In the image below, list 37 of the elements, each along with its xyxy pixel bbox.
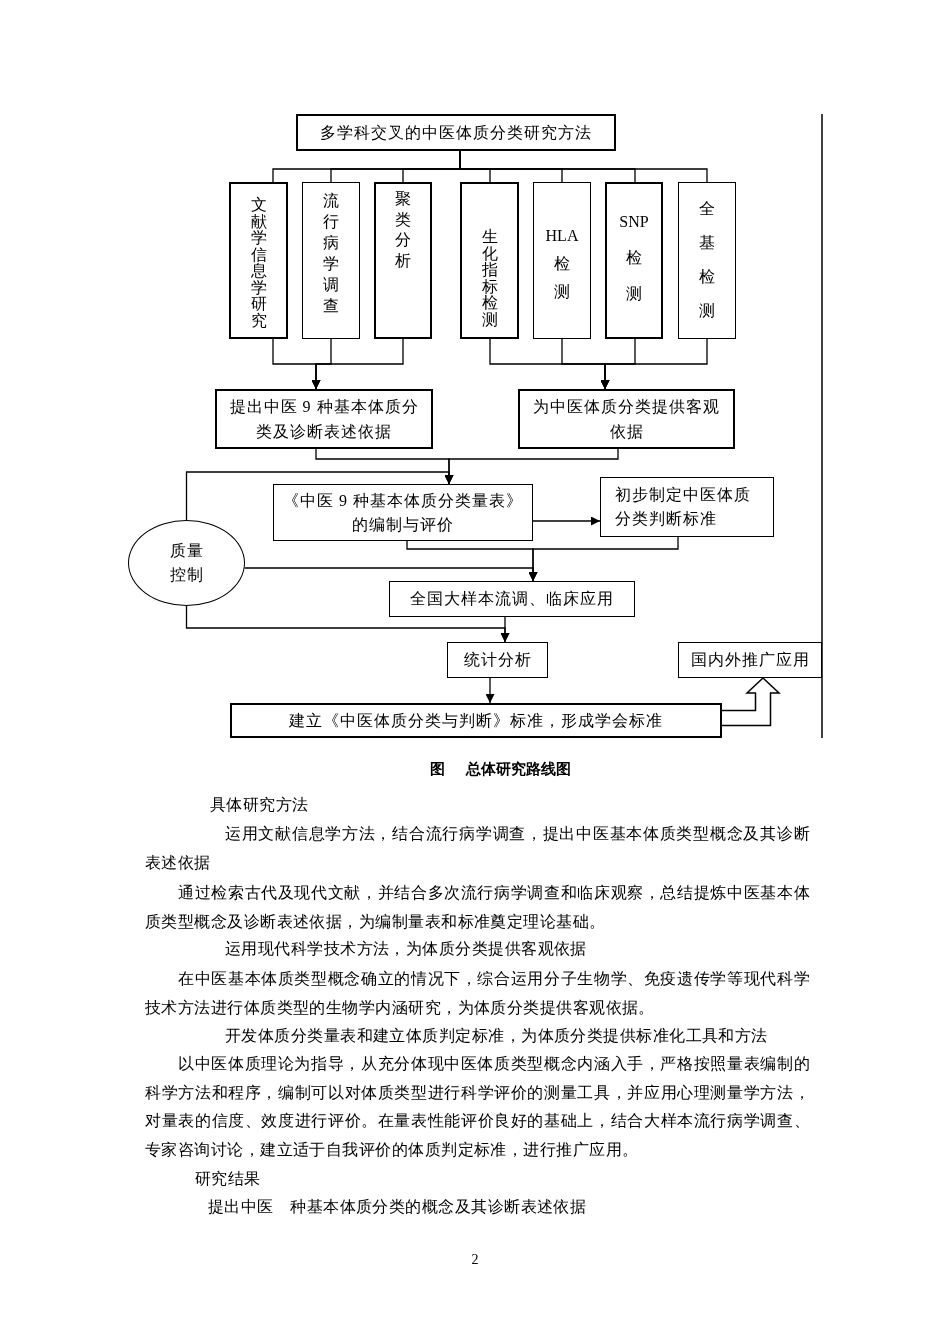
process-box: 为中医体质分类提供客观依据 <box>518 389 735 449</box>
process-box: 全国大样本流调、临床应用 <box>389 581 635 617</box>
subheading: 提出中医 种基本体质分类的概念及其诊断表述依据 <box>208 1197 587 1217</box>
process-box: 《中医 9 种基本体质分类量表》的编制与评价 <box>273 484 533 541</box>
vertical-text-box: 全基检测 <box>678 182 736 339</box>
vertical-text-box: 聚类分析 <box>374 182 432 339</box>
vertical-text-box: 生化指标检测 <box>460 182 519 339</box>
arrow <box>185 605 510 643</box>
subheading: 运用现代科学技术方法，为体质分类提供客观依据 <box>224 939 588 959</box>
vertical-text-box: HLA检测 <box>533 182 591 339</box>
connector-line <box>459 150 708 183</box>
section-heading: 具体研究方法 <box>210 795 309 815</box>
vertical-text-box: 流行病学调查 <box>302 182 360 339</box>
block-arrow <box>721 676 781 727</box>
process-ellipse: 质量控制 <box>128 520 245 606</box>
figure-caption: 图 总体研究路线图 <box>429 759 571 780</box>
arrow <box>532 516 601 526</box>
process-box: 国内外推广应用 <box>678 642 822 678</box>
arrow <box>600 338 708 390</box>
subheading: 运用文献信息学方法，结合流行病学调查，提出中医基本体质类型概念及其诊断表述依据 <box>145 824 810 873</box>
paragraph: 以中医体质理论为指导，从充分体现中医体质类型概念内涵入手，严格按照量表编制的科学方法和程序，编制可以对体质类型进行科学评价的测量工具，并应用心理测量学方法，对量表的信度、效度进行评价。在量表性能评价良好的基础上，结合大样本流行病学调查、专家咨询讨论，建立适于自我评价的体质判定标准，进行推广应用。 <box>145 1054 810 1160</box>
vertical-text-box: SNP检测 <box>605 182 663 339</box>
page-number: 2 <box>471 1251 479 1269</box>
process-box: 提出中医 9 种基本体质分类及诊断表述依据 <box>215 389 433 449</box>
paragraph: 在中医基本体质类型概念确立的情况下，综合运用分子生物学、免疫遗传学等现代科学技术方法进行体质类型的生物学内涵研究，为体质分类提供客观依据。 <box>145 969 810 1018</box>
section-heading: 研究结果 <box>195 1169 261 1189</box>
paragraph: 通过检索古代及现代文献，并结合多次流行病学调查和临床观察，总结提炼中医基本体质类型概念及诊断表述依据，为编制量表和标准奠定理论基础。 <box>145 883 810 932</box>
arrow <box>311 338 404 390</box>
process-box: 统计分析 <box>447 642 548 678</box>
process-box: 建立《中医体质分类与判断》标准，形成学会标准 <box>230 703 722 738</box>
process-box: 多学科交叉的中医体质分类研究方法 <box>296 114 616 151</box>
subheading: 开发体质分类量表和建立体质判定标准，为体质分类提供标准化工具和方法 <box>224 1026 769 1046</box>
arrow <box>485 677 495 704</box>
process-box: 初步制定中医体质分类判断标准 <box>600 477 774 537</box>
vertical-text-box: 文献学信息学研究 <box>229 182 288 339</box>
arrow <box>243 567 538 582</box>
arrow <box>185 471 454 521</box>
